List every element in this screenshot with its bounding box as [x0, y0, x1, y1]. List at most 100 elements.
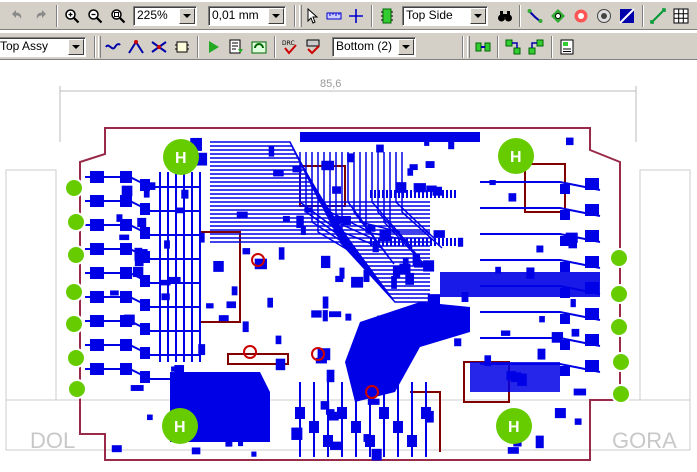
- smd-pad: [199, 232, 205, 243]
- component-icon[interactable]: [173, 38, 191, 56]
- test-pad[interactable]: [609, 248, 629, 268]
- select-arrow-icon[interactable]: [303, 7, 321, 25]
- smd-pad: [414, 238, 416, 246]
- pcb-canvas[interactable]: 85,6 H H H H DOL GORA: [0, 62, 697, 472]
- route-icon[interactable]: [526, 7, 544, 25]
- connect-icon[interactable]: [504, 38, 522, 56]
- chevron-down-icon[interactable]: [179, 8, 195, 24]
- grid-combo[interactable]: 0,01 mm: [208, 6, 286, 26]
- copper-trace: [480, 259, 601, 269]
- svg-text:DRC: DRC: [282, 40, 295, 47]
- test-pad[interactable]: [611, 384, 631, 404]
- smd-pad: [137, 217, 147, 228]
- grid-icon[interactable]: [672, 7, 690, 25]
- smd-pad: [565, 232, 578, 243]
- chevron-down-icon[interactable]: [470, 8, 486, 24]
- drc-icon[interactable]: DRC: [281, 38, 299, 56]
- test-pad[interactable]: [609, 317, 629, 337]
- report-icon[interactable]: [227, 38, 245, 56]
- test-pad[interactable]: [251, 253, 265, 267]
- split-icon[interactable]: [150, 38, 168, 56]
- mount-hole-top-right[interactable]: H: [498, 138, 534, 174]
- smd-pad: [551, 332, 564, 343]
- assembly-combo[interactable]: Top Assy: [0, 37, 86, 57]
- test-pad[interactable]: [64, 282, 84, 302]
- smd-pad: [426, 410, 434, 423]
- smd-pad: [322, 310, 328, 322]
- test-pad[interactable]: [365, 385, 379, 399]
- smd-pad: [585, 360, 599, 372]
- smd-pad: [560, 210, 570, 220]
- redo-icon[interactable]: [32, 7, 50, 25]
- run-icon[interactable]: [204, 38, 222, 56]
- zoom-out-icon[interactable]: [86, 7, 104, 25]
- mount-hole-bottom-left[interactable]: H: [162, 408, 198, 444]
- via-icon[interactable]: [549, 7, 567, 25]
- side-label-right: GORA: [612, 428, 677, 453]
- test-pad[interactable]: [311, 347, 325, 361]
- crosshair-icon[interactable]: [347, 7, 365, 25]
- smd-pad: [268, 145, 275, 157]
- test-pad[interactable]: [611, 352, 631, 372]
- copper-pour-icon[interactable]: [618, 7, 636, 25]
- layer-icon[interactable]: [378, 7, 396, 25]
- smd-pad: [242, 321, 249, 333]
- smd-pad: [391, 275, 397, 289]
- hole-icon[interactable]: [595, 7, 613, 25]
- undo-icon[interactable]: [8, 7, 26, 25]
- test-pad[interactable]: [609, 284, 629, 304]
- binoculars-icon[interactable]: [496, 7, 514, 25]
- properties-icon[interactable]: [558, 38, 576, 56]
- test-pad[interactable]: [67, 379, 87, 399]
- pcb-board-view[interactable]: 85,6 H H H H DOL GORA: [0, 62, 697, 472]
- smd-pad: [568, 239, 577, 249]
- zoom-fit-icon[interactable]: [109, 7, 127, 25]
- measure-icon[interactable]: [325, 7, 343, 25]
- smd-pad: [573, 388, 587, 396]
- smd-pad: [120, 363, 132, 375]
- chevron-down-icon[interactable]: [268, 8, 284, 24]
- smd-pad: [231, 286, 238, 296]
- smd-pad: [413, 183, 426, 193]
- pad-icon[interactable]: [572, 7, 590, 25]
- smd-pad: [585, 178, 599, 190]
- mount-hole-top-left[interactable]: H: [163, 139, 199, 175]
- side-combo[interactable]: Top Side: [402, 6, 488, 26]
- main-toolbar: 225% 0,01 mm Top Side: [0, 2, 697, 30]
- chevron-down-icon[interactable]: [398, 39, 414, 55]
- smd-pad: [295, 407, 305, 419]
- check-icon[interactable]: [304, 38, 322, 56]
- smd-pad: [190, 137, 202, 151]
- test-pads[interactable]: [64, 178, 631, 404]
- secondary-toolbar: Top Assy DRC Bottom (2): [0, 32, 697, 60]
- smd-pad: [226, 301, 237, 309]
- test-pad[interactable]: [66, 348, 86, 368]
- netlist-icon[interactable]: [474, 38, 492, 56]
- smd-pad: [120, 219, 132, 231]
- smd-pad: [454, 190, 456, 198]
- connect-icon-2[interactable]: [527, 38, 545, 56]
- test-pad[interactable]: [243, 345, 257, 359]
- dimension-icon[interactable]: [649, 7, 667, 25]
- trace-icon[interactable]: [104, 38, 122, 56]
- zoom-in-icon[interactable]: [63, 7, 81, 25]
- mount-hole-bottom-right[interactable]: H: [496, 408, 532, 444]
- test-pad[interactable]: [64, 314, 84, 334]
- mounting-holes[interactable]: H H H H: [162, 138, 534, 444]
- refresh-icon[interactable]: [250, 38, 268, 56]
- smd-pad: [282, 215, 290, 223]
- smd-pad: [398, 238, 400, 246]
- smd-pad: [140, 347, 150, 359]
- layer-combo[interactable]: Bottom (2): [332, 37, 416, 57]
- test-pad[interactable]: [64, 178, 84, 198]
- zoom-combo[interactable]: 225%: [133, 6, 197, 26]
- smd-pad: [120, 267, 132, 279]
- smd-pad: [438, 238, 440, 246]
- smd-pad: [560, 366, 570, 376]
- test-pad[interactable]: [66, 212, 86, 232]
- autoroute-icon[interactable]: [127, 38, 145, 56]
- test-pad[interactable]: [66, 245, 86, 265]
- mechanical-layer: [5, 169, 691, 451]
- smd-pad: [213, 260, 224, 272]
- chevron-down-icon[interactable]: [68, 39, 84, 55]
